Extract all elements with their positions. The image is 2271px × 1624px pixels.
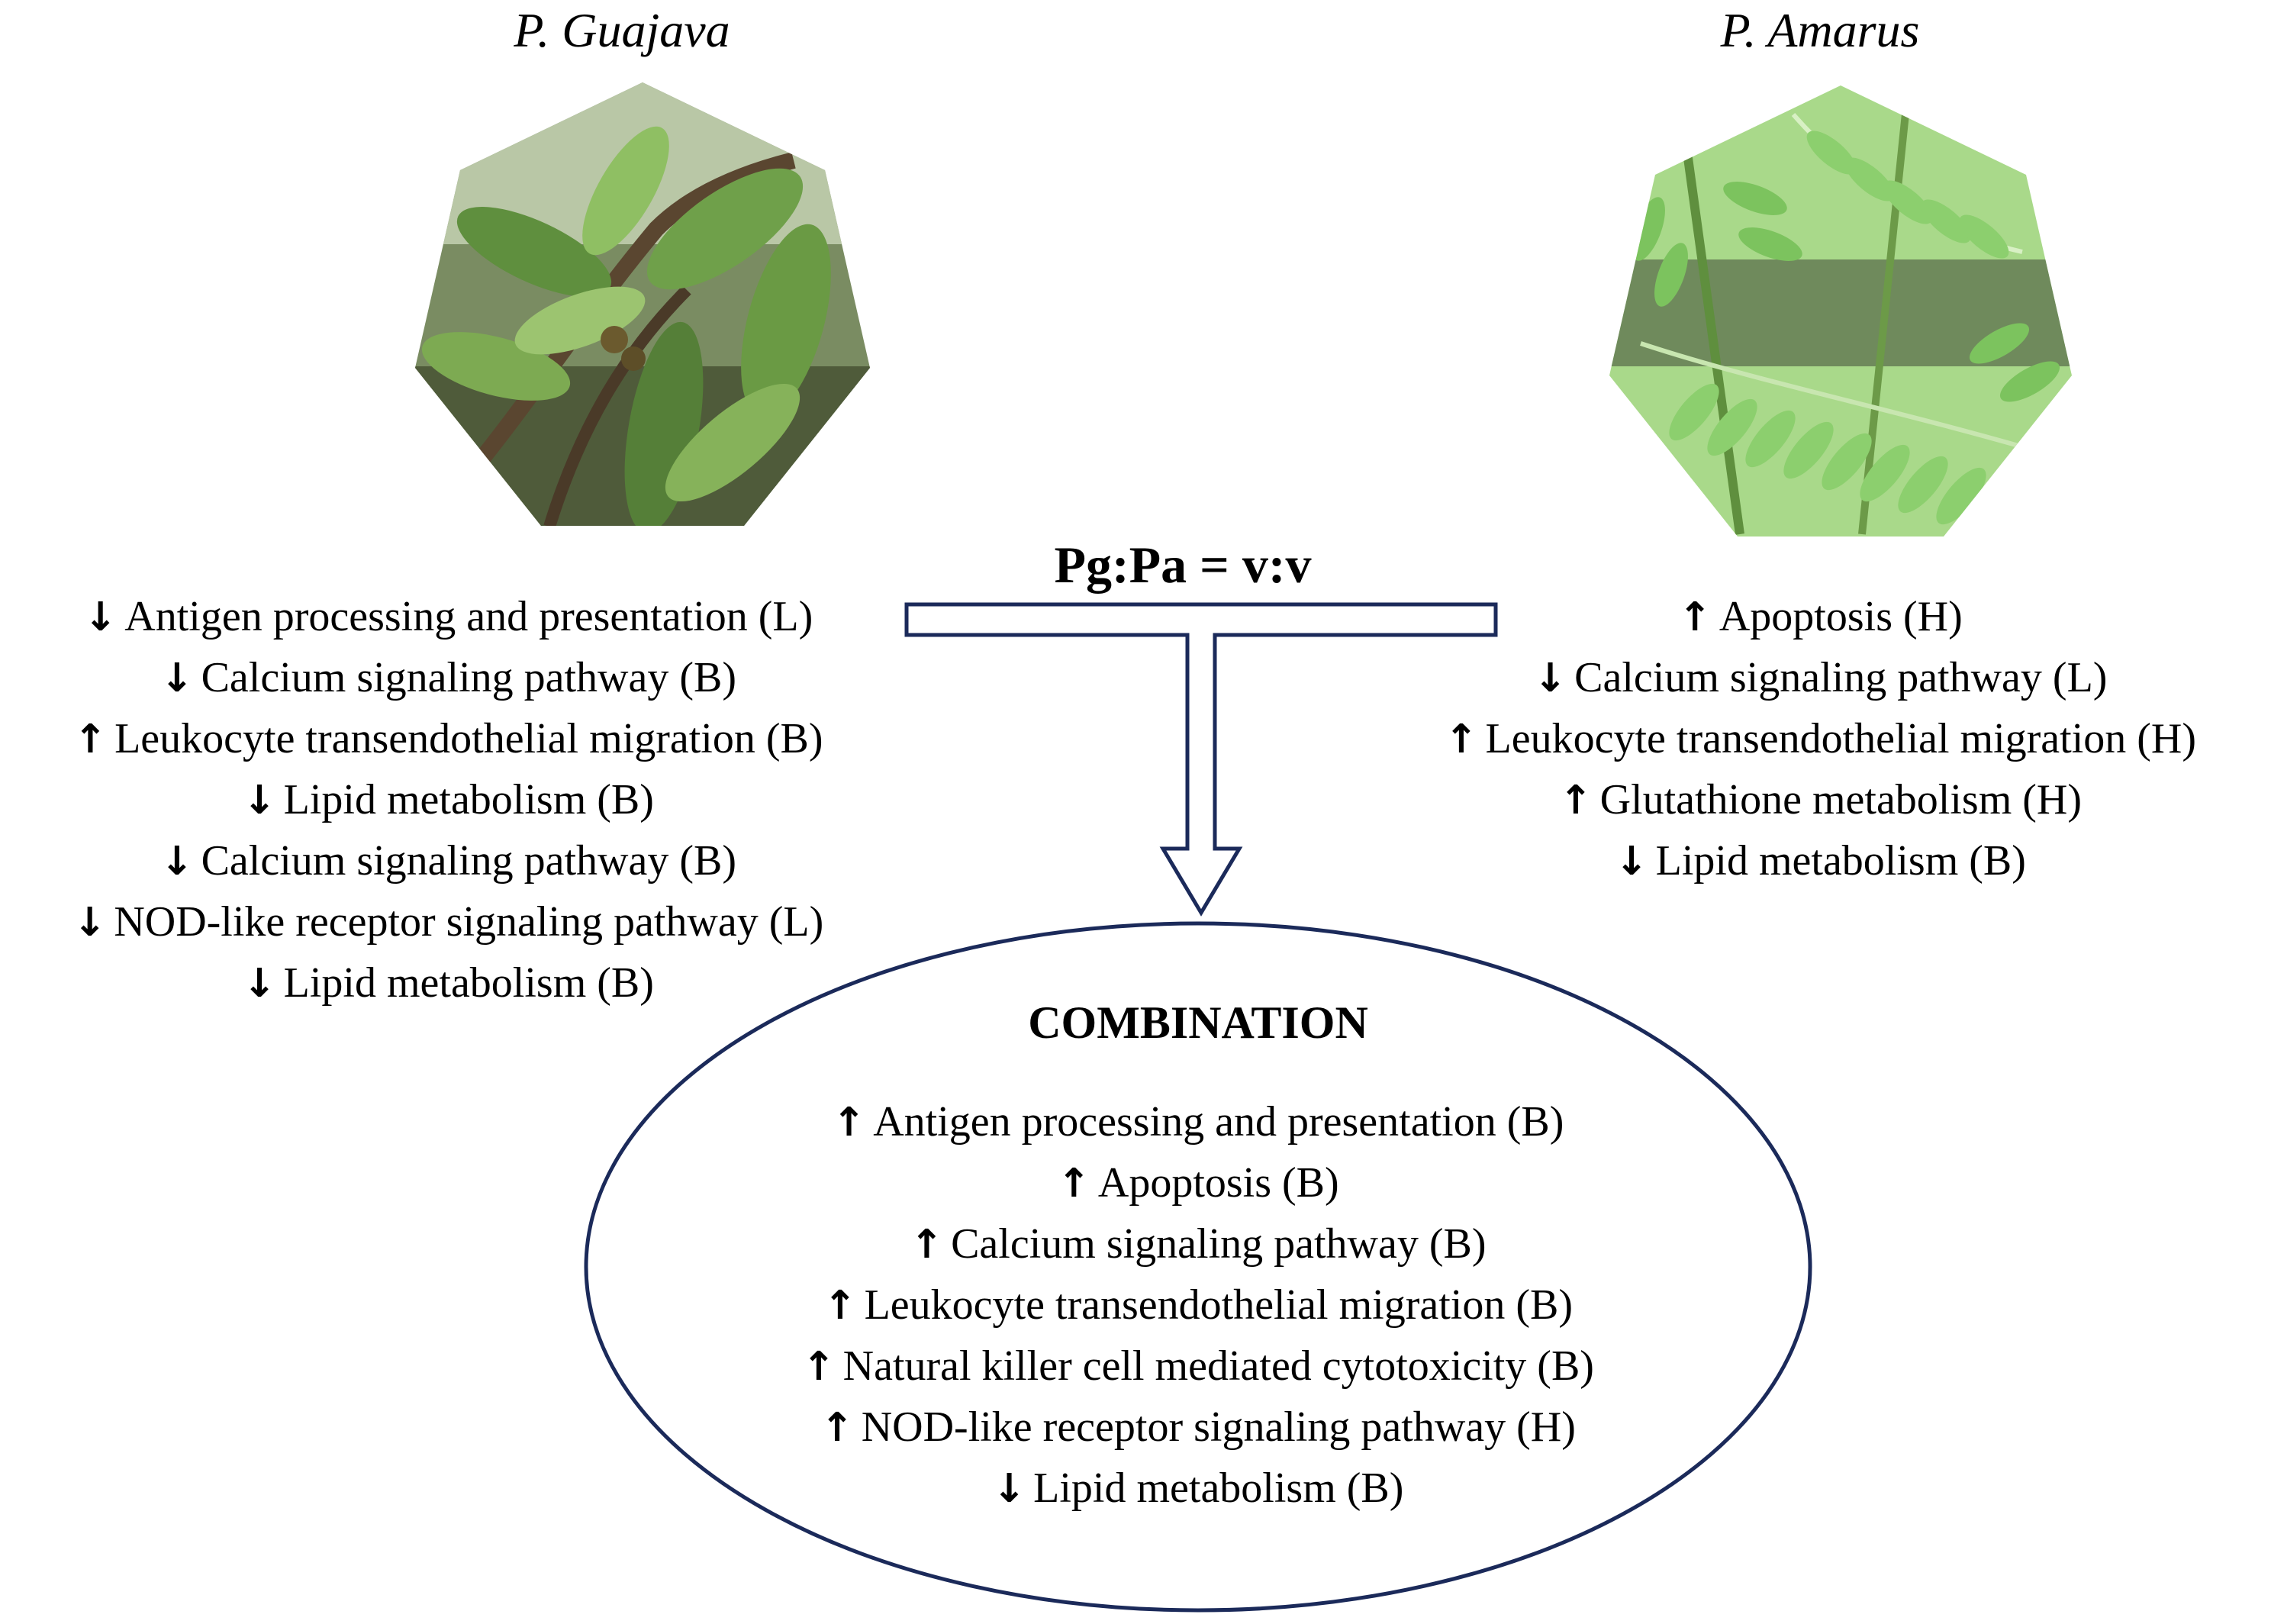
up-arrow-icon: ↑ [1057, 1161, 1090, 1207]
up-arrow-icon: ↑ [910, 1222, 944, 1268]
down-arrow-icon: ↓ [1615, 839, 1648, 884]
combination-arrow [904, 602, 1498, 917]
combination-ellipse [584, 921, 1812, 1613]
pathway-item: ↓Lipid metabolism (B) [1370, 830, 2271, 891]
up-arrow-icon: ↑ [820, 1405, 854, 1451]
down-arrow-icon: ↓ [83, 594, 118, 640]
up-arrow-icon: ↑ [73, 717, 108, 762]
ratio-label: Pg:Pa = v:v [1054, 536, 1312, 594]
combination-title: COMBINATION [1028, 997, 1368, 1048]
pathway-item: ↓Calcium signaling pathway (B) [0, 830, 897, 891]
pathway-item: ↑Antigen processing and presentation (B) [633, 1091, 1763, 1152]
pathway-item: ↑Leukocyte transendothelial migration (B… [633, 1274, 1763, 1336]
pathway-label: Calcium signaling pathway (L) [1574, 654, 2108, 701]
up-arrow-icon: ↑ [1678, 594, 1712, 640]
pathway-item: ↓Lipid metabolism (B) [0, 952, 897, 1013]
species-title-amarus: P. Amarus [1720, 3, 1920, 57]
pathway-item: ↑Apoptosis (B) [633, 1152, 1763, 1213]
pathway-item: ↓Lipid metabolism (B) [633, 1458, 1763, 1519]
pathway-label: Leukocyte transendothelial migration (B) [864, 1281, 1573, 1329]
pathway-label: Antigen processing and presentation (B) [873, 1098, 1564, 1146]
pathway-item: ↓Antigen processing and presentation (L) [0, 586, 897, 647]
pathway-label: NOD-like receptor signaling pathway (L) [114, 898, 824, 946]
pathway-label: Calcium signaling pathway (B) [951, 1220, 1487, 1268]
pathway-label: Glutathione metabolism (H) [1599, 776, 2082, 823]
down-arrow-icon: ↓ [72, 900, 107, 946]
pathway-item: ↓NOD-like receptor signaling pathway (L) [0, 891, 897, 952]
pathway-label: Lipid metabolism (B) [283, 776, 654, 823]
species-title-guajava: P. Guajava [514, 3, 730, 57]
pathway-item: ↓Calcium signaling pathway (B) [0, 647, 897, 708]
pathway-item: ↑Natural killer cell mediated cytotoxici… [633, 1336, 1763, 1397]
pathway-label: Natural killer cell mediated cytotoxicit… [842, 1342, 1594, 1390]
pathway-label: Antigen processing and presentation (L) [124, 593, 813, 640]
down-arrow-icon: ↓ [992, 1466, 1026, 1512]
guajava-pathway-list: ↓Antigen processing and presentation (L)… [0, 586, 897, 1013]
amarus-pathway-list: ↑Apoptosis (H)↓Calcium signaling pathway… [1370, 586, 2271, 891]
up-arrow-icon: ↑ [832, 1100, 866, 1146]
pathway-item: ↑Leukocyte transendothelial migration (B… [0, 708, 897, 769]
down-arrow-icon: ↓ [160, 656, 194, 701]
up-arrow-icon: ↑ [1444, 717, 1478, 762]
up-arrow-icon: ↑ [1559, 778, 1593, 823]
pathway-item: ↑NOD-like receptor signaling pathway (H) [633, 1397, 1763, 1458]
down-arrow-icon: ↓ [160, 839, 194, 884]
pathway-label: Calcium signaling pathway (B) [201, 654, 736, 701]
down-arrow-icon: ↓ [243, 778, 276, 823]
pathway-item: ↑Glutathione metabolism (H) [1370, 769, 2271, 830]
down-arrow-icon: ↓ [243, 961, 276, 1007]
pathway-item: ↓Calcium signaling pathway (L) [1370, 647, 2271, 708]
pathway-label: Leukocyte transendothelial migration (B) [114, 715, 823, 762]
pathway-label: Apoptosis (B) [1097, 1159, 1339, 1207]
pathway-item: ↑Leukocyte transendothelial migration (H… [1370, 708, 2271, 769]
down-arrow-icon: ↓ [1533, 656, 1567, 701]
pathway-label: Leukocyte transendothelial migration (H) [1485, 715, 2197, 762]
pathway-label: Lipid metabolism (B) [1655, 837, 2026, 884]
pathway-item: ↓Lipid metabolism (B) [0, 769, 897, 830]
amarus-plant-image [1609, 85, 2072, 536]
guajava-plant-image [415, 82, 870, 526]
pathway-label: Apoptosis (H) [1719, 593, 1963, 640]
up-arrow-icon: ↑ [802, 1344, 836, 1390]
pathway-label: Lipid metabolism (B) [1033, 1464, 1404, 1512]
up-arrow-icon: ↑ [823, 1283, 857, 1329]
pathway-label: Calcium signaling pathway (B) [201, 837, 736, 884]
combination-pathway-list: ↑Antigen processing and presentation (B)… [633, 1091, 1763, 1519]
pathway-item: ↑Calcium signaling pathway (B) [633, 1213, 1763, 1274]
pathway-label: Lipid metabolism (B) [283, 959, 654, 1007]
pathway-label: NOD-like receptor signaling pathway (H) [861, 1403, 1576, 1451]
pathway-item: ↑Apoptosis (H) [1370, 586, 2271, 647]
